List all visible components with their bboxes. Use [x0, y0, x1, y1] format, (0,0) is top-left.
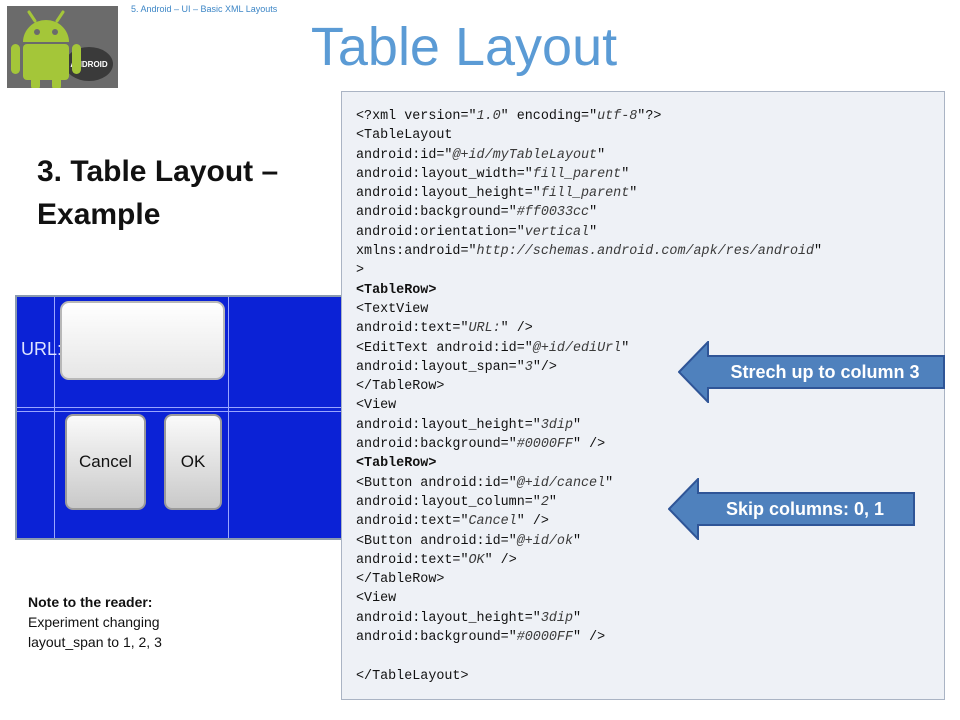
skip-columns-callout-label: Skip columns: 0, 1: [725, 498, 885, 519]
code-line: <View: [356, 591, 397, 607]
reader-note-heading: Note to the reader:: [28, 594, 153, 610]
skip-columns-callout: Skip columns: 0, 1: [668, 478, 916, 540]
code-line: android:background="#ff0033cc": [356, 205, 598, 221]
code-line: <TableRow>: [356, 282, 437, 298]
code-line: <TextView: [356, 301, 429, 317]
code-line: android:background="#0000FF" />: [356, 630, 606, 646]
code-line: <Button android:id="@+id/cancel": [356, 475, 614, 491]
section-heading: 3. Table Layout – Example: [37, 155, 279, 231]
code-line: <TableRow>: [356, 456, 437, 472]
page-title: Table Layout: [310, 17, 618, 77]
code-line: android:layout_height="fill_parent": [356, 186, 638, 202]
code-line: android:id="@+id/myTableLayout": [356, 147, 606, 163]
code-line: android:layout_span="3"/>: [356, 359, 557, 375]
code-line: android:orientation="vertical": [356, 224, 598, 240]
code-listing: <?xml version="1.0" encoding="utf-8"?> <T…: [341, 91, 945, 700]
code-line: xmlns:android="http://schemas.android.co…: [356, 244, 823, 260]
code-line: >: [356, 263, 365, 279]
table-layout-screenshot: URL: Cancel OK: [15, 295, 345, 540]
url-label: URL:: [21, 339, 63, 359]
url-input[interactable]: [60, 301, 225, 380]
grid-line: [17, 407, 343, 408]
code-line: <Button android:id="@+id/ok": [356, 533, 582, 549]
code-line: <View: [356, 398, 397, 414]
code-line: </TableRow>: [356, 572, 445, 588]
code-line: android:layout_height="3dip": [356, 417, 582, 433]
code-line: </TableLayout>: [356, 668, 469, 684]
reader-note: Note to the reader: Experiment changing …: [28, 592, 228, 652]
code-line: android:text="Cancel" />: [356, 514, 549, 530]
cancel-button[interactable]: Cancel: [65, 414, 146, 510]
code-line: [356, 647, 944, 666]
grid-line: [54, 297, 55, 538]
stretch-callout-label: Strech up to column 3: [730, 361, 920, 382]
reader-note-body: Experiment changing layout_span to 1, 2,…: [28, 614, 162, 650]
logo-text: ANDROID: [70, 60, 108, 69]
breadcrumb: 5. Android – UI – Basic XML Layouts: [131, 4, 278, 14]
code-line: android:layout_column="2": [356, 494, 557, 510]
android-logo: ANDROID: [7, 6, 118, 88]
code-line: android:layout_height="3dip": [356, 610, 582, 626]
code-line: <TableLayout: [356, 128, 453, 144]
grid-line: [17, 411, 343, 412]
grid-line: [228, 297, 229, 538]
code-line: android:layout_width="fill_parent": [356, 166, 630, 182]
ok-button[interactable]: OK: [164, 414, 222, 510]
code-line: <EditText android:id="@+id/ediUrl": [356, 340, 630, 356]
code-line: <?xml version="1.0" encoding="utf-8"?>: [356, 109, 662, 124]
code-line: android:background="#0000FF" />: [356, 437, 606, 453]
code-line: </TableRow>: [356, 379, 445, 395]
code-line: android:text="OK" />: [356, 552, 517, 568]
code-line: android:text="URL:" />: [356, 321, 533, 337]
stretch-callout: Strech up to column 3: [678, 341, 946, 403]
